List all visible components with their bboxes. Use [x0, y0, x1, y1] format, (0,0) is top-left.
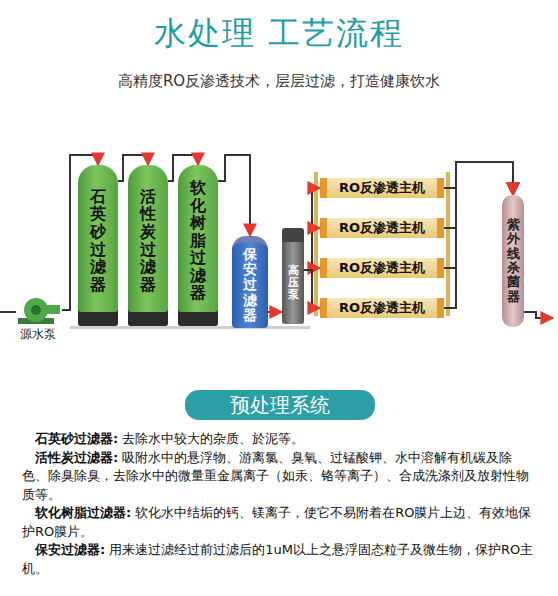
node-label: 保安过滤器	[243, 247, 257, 324]
term: 石英砂过滤器:	[35, 431, 118, 446]
pipe-connector	[304, 188, 320, 270]
node-label: RO反渗透主机	[339, 219, 425, 237]
node-label: 石英砂过滤器	[90, 188, 106, 294]
carbon-filter: 活性炭过滤器	[128, 165, 168, 326]
node-label: RO反渗透主机	[339, 299, 425, 317]
title: 水处理 工艺流程	[0, 12, 558, 56]
inlet-pipe	[0, 311, 16, 313]
outlet-pipe	[522, 312, 553, 318]
subtitle: 高精度RO反渗透技术，层层过滤，打造健康饮水	[0, 72, 558, 91]
node-label: 软化树脂过滤器	[190, 179, 206, 302]
ro-unit: RO反渗透主机	[320, 298, 444, 318]
description-paragraph: 活性炭过滤器:吸附水中的悬浮物、游离氯、臭氧、过锰酸钾、水中溶解有机碳及除色、除…	[22, 449, 536, 505]
term: 保安过滤器:	[35, 542, 105, 557]
node-label: 源水泵	[14, 326, 62, 343]
node-label: 高压泵	[288, 265, 299, 301]
node-label: RO反渗透主机	[339, 179, 425, 197]
ro-unit: RO反渗透主机	[320, 258, 444, 278]
term-description: 去除水中较大的杂质、於泥等。	[122, 431, 304, 446]
pipe-connector	[268, 311, 282, 313]
pump-icon	[14, 296, 62, 326]
term: 活性炭过滤器:	[35, 450, 118, 465]
uv-sterilizer: 紫外线杀菌器	[502, 195, 524, 327]
description-paragraph: 保安过滤器:用来速过滤经过前过滤后的1uM以上之悬浮固态粒子及微生物，保护RO主…	[22, 541, 536, 578]
description-paragraph: 石英砂过滤器: 去除水中较大的杂质、於泥等。	[22, 430, 536, 449]
security-filter: 保安过滤器	[232, 236, 268, 328]
pipe-connector	[444, 162, 513, 195]
description-paragraph: 软化树脂过滤器:软化水中结垢的钙、镁离子，使它不易附着在RO膜片上边、有效地保护…	[22, 504, 536, 541]
high-pressure-pump: 高压泵	[282, 228, 304, 324]
node-label: RO反渗透主机	[339, 259, 425, 277]
sand-filter: 石英砂过滤器	[78, 165, 118, 326]
pipe-connector	[218, 155, 250, 236]
ro-frame-right	[446, 172, 450, 316]
node-label: 活性炭过滤器	[140, 188, 156, 294]
ro-unit: RO反渗透主机	[320, 178, 444, 198]
pipe-connector	[304, 270, 320, 308]
pump: 源水泵	[14, 296, 62, 343]
ro-unit: RO反渗透主机	[320, 218, 444, 238]
section-band: 预处理系统	[185, 390, 375, 420]
description: 石英砂过滤器: 去除水中较大的杂质、於泥等。活性炭过滤器:吸附水中的悬浮物、游离氯…	[22, 430, 536, 578]
ground-shadow	[70, 326, 310, 329]
ro-frame-left	[314, 172, 318, 316]
pipe-connector	[304, 228, 320, 270]
resin-filter: 软化树脂过滤器	[178, 165, 218, 326]
node-label: 紫外线杀菌器	[507, 218, 520, 304]
term: 软化树脂过滤器:	[35, 505, 131, 520]
node-label: 预处理系统	[230, 392, 330, 419]
